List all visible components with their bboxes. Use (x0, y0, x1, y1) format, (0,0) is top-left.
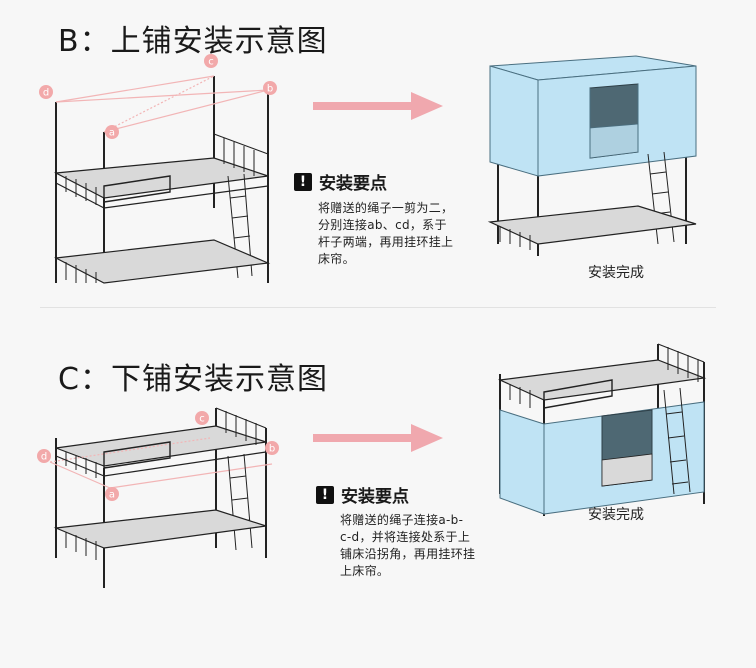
rope-point-d: d (37, 449, 51, 463)
svg-text:c: c (208, 57, 214, 68)
section-b-upper-bunk: B：上铺安装示意图 (0, 0, 756, 300)
section-c-bunk-diagram: d a c b (37, 407, 279, 588)
section-b-done-label: 安装完成 (588, 265, 644, 281)
rope-point-d: d (39, 85, 53, 99)
warning-icon: ! (294, 172, 312, 191)
svg-text:d: d (43, 88, 49, 99)
section-c-lower-bunk: C：下铺安装示意图 (0, 316, 756, 616)
section-c-title: C：下铺安装示意图 (58, 362, 328, 397)
svg-text:b: b (267, 84, 273, 95)
right-arrow-icon (313, 424, 443, 452)
section-c-completed-diagram (497, 343, 707, 516)
svg-text:c: c (199, 414, 205, 425)
rope-point-a: a (105, 487, 119, 501)
warning-icon: ! (316, 485, 334, 504)
section-b-tips-body: 将赠送的绳子一剪为二， 分别连接ab、cd，系于 杆子两端，再用挂环挂上 床帘。 (318, 201, 454, 266)
rope-point-c: c (195, 411, 209, 425)
section-divider (40, 307, 716, 308)
svg-text:d: d (41, 452, 47, 463)
section-b-tips-title: 安装要点 (319, 174, 387, 194)
section-b-bunk-diagram: d a c b (39, 54, 277, 284)
section-b-title: B：上铺安装示意图 (58, 24, 328, 59)
svg-text:a: a (109, 490, 115, 501)
rope-point-a: a (105, 125, 119, 139)
svg-text:a: a (109, 128, 115, 139)
section-b-tips-heading: ! 安装要点 (294, 169, 387, 194)
section-c-tips-title: 安装要点 (341, 487, 409, 507)
svg-text:b: b (269, 444, 275, 455)
rope-point-b: b (263, 81, 277, 95)
right-arrow-icon (313, 92, 443, 120)
section-b-completed-diagram (487, 55, 697, 256)
section-c-tips-body: 将赠送的绳子连接a-b- c-d，并将连接处系于上 铺床沿拐角，再用挂环挂 上床… (340, 513, 476, 578)
rope-point-c: c (204, 54, 218, 68)
section-c-done-label: 安装完成 (588, 507, 644, 523)
section-c-tips-heading: ! 安装要点 (316, 482, 409, 507)
rope-point-b: b (265, 441, 279, 455)
